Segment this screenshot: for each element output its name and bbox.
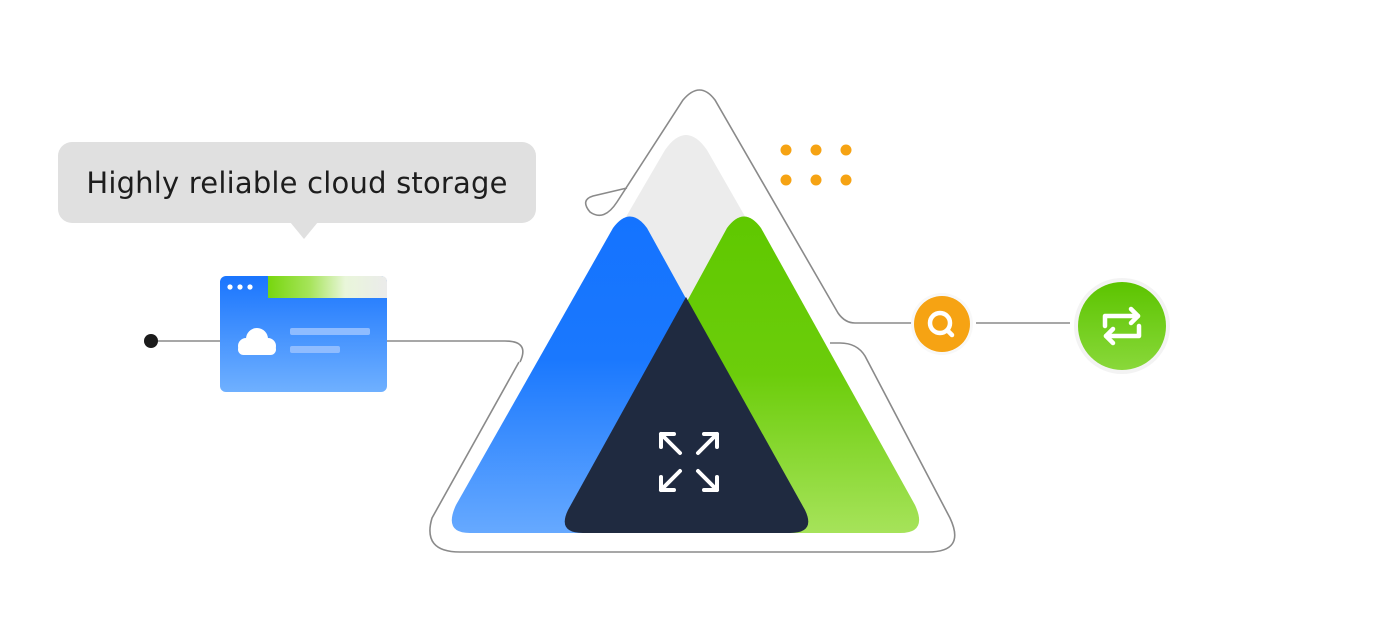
browser-window-icon xyxy=(220,276,387,392)
cloud-icon xyxy=(238,328,276,355)
triangle-outline xyxy=(429,342,956,553)
orange-dot-grid xyxy=(780,144,852,186)
sync-badge[interactable] xyxy=(1074,278,1170,374)
tooltip-text: Highly reliable cloud storage xyxy=(86,165,508,200)
connector-lines xyxy=(151,322,1070,363)
triangle-outline-top xyxy=(584,89,912,324)
window-to-triangle-line xyxy=(387,340,524,363)
connector-endpoint-dot xyxy=(144,334,158,348)
search-badge[interactable] xyxy=(911,293,973,355)
tooltip-bubble: Highly reliable cloud storage xyxy=(58,142,536,223)
navy-overlap-triangle xyxy=(564,297,809,533)
expand-arrows-icon xyxy=(659,432,719,492)
sync-arrows-icon xyxy=(1102,306,1142,346)
search-icon xyxy=(927,310,955,338)
tooltip-pointer xyxy=(290,222,318,239)
